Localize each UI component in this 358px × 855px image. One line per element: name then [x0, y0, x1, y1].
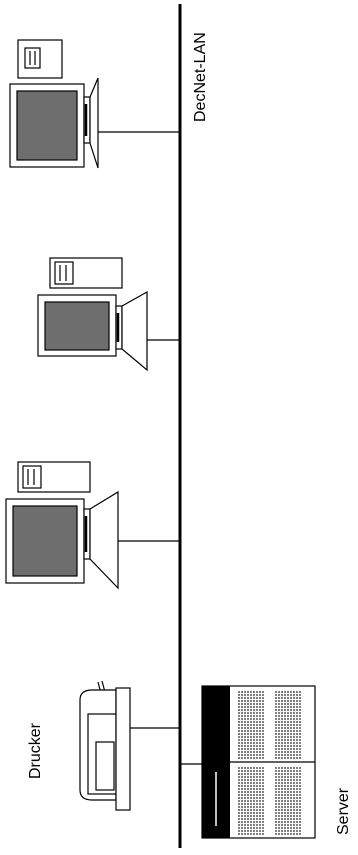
workstation-1: [9, 39, 180, 169]
server-vents: [238, 691, 301, 835]
printer-side: [115, 687, 131, 811]
monitor-base: [89, 490, 119, 590]
server: [180, 685, 316, 839]
monitor-screen: [16, 90, 78, 161]
workstation-3: [5, 461, 180, 590]
monitor-base: [89, 77, 99, 169]
printer: [79, 680, 180, 811]
lan-label: DecNet-LAN: [192, 32, 209, 122]
monitor-screen: [44, 301, 110, 351]
server-label: Server: [335, 787, 352, 835]
drive-bay: [22, 465, 42, 489]
monitor-screen: [12, 505, 78, 577]
drive-bay: [24, 47, 41, 69]
printer-label: Drucker: [27, 722, 44, 779]
printer-panel: [95, 741, 115, 791]
drive-bay: [54, 261, 74, 285]
monitor-base: [121, 290, 148, 372]
workstation-2: [37, 257, 180, 372]
